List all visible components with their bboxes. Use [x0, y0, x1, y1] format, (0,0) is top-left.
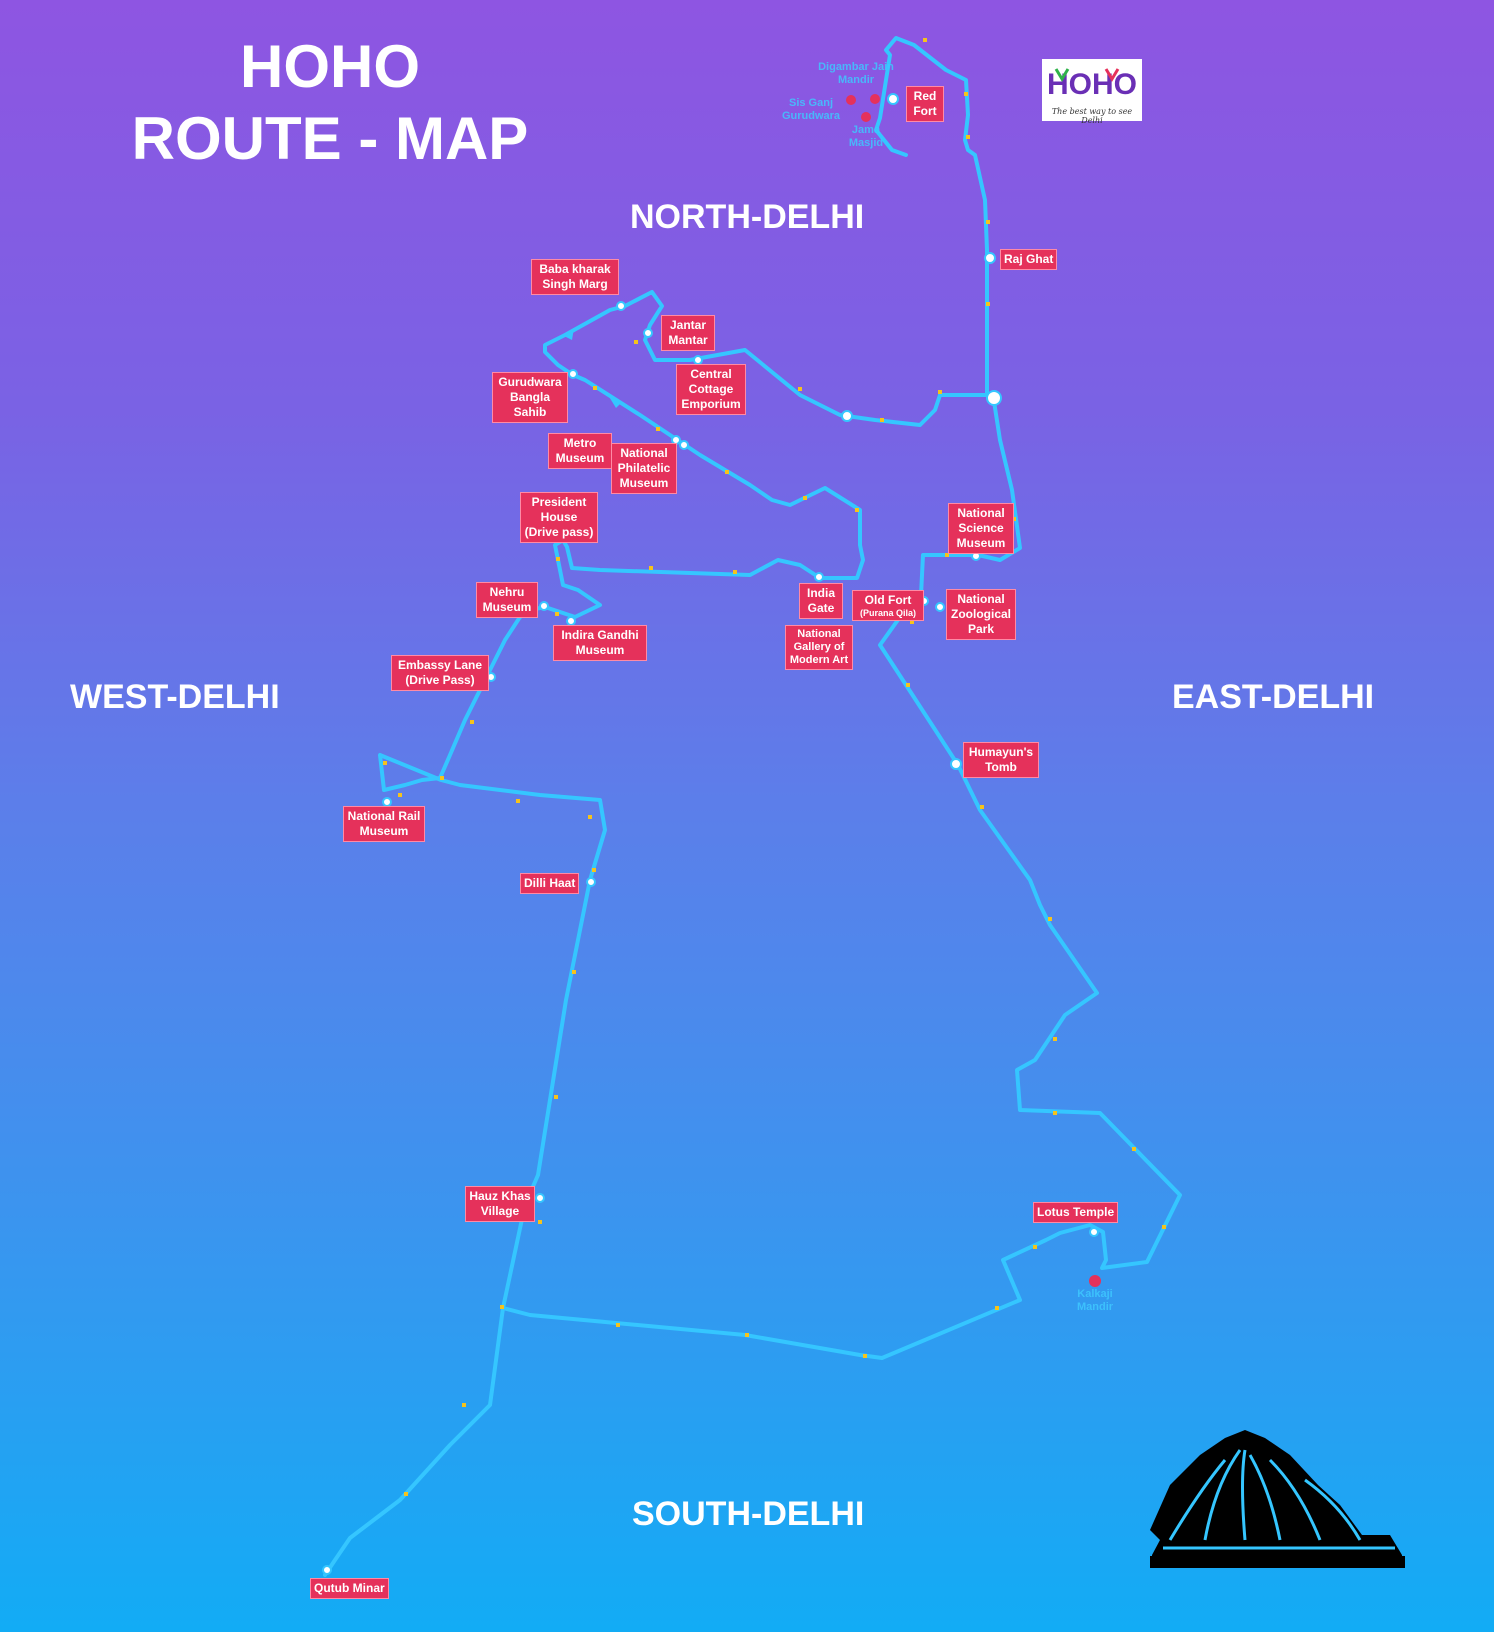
stop-old-fort-name: Old Fort — [864, 593, 912, 607]
stop-president-house[interactable]: President House (Drive pass) — [520, 492, 598, 543]
stop-raj-ghat[interactable]: Raj Ghat — [1000, 249, 1058, 270]
stop-lotus-temple[interactable]: Lotus Temple — [1033, 1202, 1119, 1223]
route-line — [378, 290, 989, 1310]
page-title-line1: HOHO — [240, 33, 420, 100]
lotus-temple-icon — [1150, 1430, 1405, 1568]
stop-national-science-museum[interactable]: National Science Museum — [948, 503, 1014, 554]
lotus-temple-petal-lines — [1163, 1449, 1395, 1550]
attraction-markers — [846, 94, 1101, 1287]
label-jama-masjid: Jama Masjid — [848, 124, 884, 149]
direction-arrows — [562, 328, 620, 408]
stop-baba-kharak-singh-marg[interactable]: Baba kharak Singh Marg — [531, 259, 619, 295]
region-east: EAST-DELHI — [1172, 678, 1375, 716]
stop-dilli-haat[interactable]: Dilli Haat — [520, 873, 580, 894]
stop-embassy-lane[interactable]: Embassy Lane (Drive Pass) — [391, 655, 489, 691]
label-kalkaji-mandir: Kalkaji Mandir — [1076, 1288, 1114, 1313]
region-north: NORTH-DELHI — [630, 198, 865, 236]
page-title-line2: ROUTE - MAP — [131, 105, 529, 172]
stop-gurudwara-bangla-sahib[interactable]: Gurudwara Bangla Sahib — [492, 372, 568, 423]
stop-points — [322, 93, 1099, 1575]
stop-indira-gandhi-museum[interactable]: Indira Gandhi Museum — [553, 625, 647, 661]
stop-metro-museum[interactable]: Metro Museum — [548, 433, 612, 469]
stop-national-gallery-of-modern-art[interactable]: National Gallery of Modern Art — [785, 625, 853, 670]
stop-old-fort[interactable]: Old Fort (Purana Qila) — [852, 590, 924, 621]
stop-national-zoological-park[interactable]: National Zoological Park — [946, 589, 1016, 640]
route-line — [323, 36, 1182, 1577]
logo-tagline: The best way to see Delhi — [1051, 107, 1133, 125]
stop-humayuns-tomb[interactable]: Humayun's Tomb — [963, 742, 1039, 778]
label-digambar-jain-mandir: Digambar Jain Mandir — [818, 61, 894, 86]
stop-old-fort-subtitle: (Purana Qila) — [859, 608, 916, 618]
stop-national-philatelic-museum[interactable]: National Philatelic Museum — [611, 443, 677, 494]
hoho-logo: HOHO The best way to see Delhi — [1042, 59, 1142, 125]
stop-central-cottage-emporium[interactable]: Central Cottage Emporium — [676, 364, 746, 415]
stop-red-fort[interactable]: Red Fort — [906, 86, 944, 122]
svg-text:HOHO: HOHO — [1047, 68, 1137, 101]
label-sis-ganj-gurudwara: Sis Ganj Gurudwara — [781, 97, 841, 122]
stop-national-rail-museum[interactable]: National Rail Museum — [343, 806, 425, 842]
stop-india-gate[interactable]: India Gate — [799, 583, 843, 619]
logo-mark-icon: HOHO — [1047, 68, 1137, 101]
stop-jantar-mantar[interactable]: Jantar Mantar — [661, 315, 715, 351]
region-south: SOUTH-DELHI — [632, 1495, 865, 1533]
stop-nehru-museum[interactable]: Nehru Museum — [476, 582, 538, 618]
stop-hauz-khas-village[interactable]: Hauz Khas Village — [465, 1186, 535, 1222]
region-west: WEST-DELHI — [70, 678, 280, 716]
route-markers — [383, 38, 1166, 1496]
stop-qutub-minar[interactable]: Qutub Minar — [310, 1578, 389, 1599]
